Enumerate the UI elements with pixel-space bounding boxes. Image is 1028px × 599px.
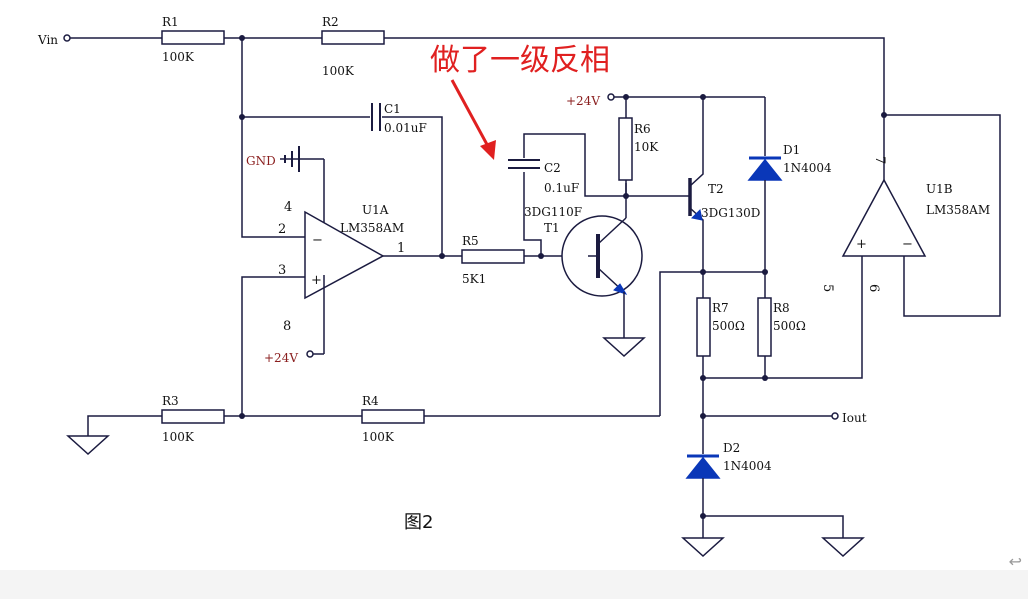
- d1-part: 1N4004: [783, 161, 832, 175]
- r5-name: R5: [462, 234, 479, 248]
- t2-name: T2: [708, 182, 724, 196]
- d2-diode: [685, 456, 721, 479]
- u1b-pin7: 7: [872, 156, 887, 164]
- u1b-pin6: 6: [866, 284, 881, 292]
- r6-name: R6: [634, 122, 651, 136]
- d1-name: D1: [783, 143, 800, 157]
- d2-part: 1N4004: [723, 459, 772, 473]
- u1a-part: LM358AM: [340, 221, 404, 235]
- vin-terminal[interactable]: [63, 34, 71, 42]
- r3-name: R3: [162, 394, 179, 408]
- vin-label: Vin: [37, 33, 58, 47]
- u1b-minus-sign: −: [902, 237, 913, 252]
- u1a-pin4: 4: [284, 200, 292, 215]
- c2-value: 0.1uF: [544, 181, 579, 195]
- c2-name: C2: [544, 161, 561, 175]
- r7-resistor: [696, 297, 711, 357]
- t2-part: 3DG130D: [701, 206, 760, 220]
- circuit-diagram: 做了一级反相 Vin R1 100K R2 100K C1 0.01uF GND…: [37, 15, 1001, 558]
- annotation-arrow: [450, 79, 496, 160]
- u1a-pin8: 8: [283, 319, 291, 334]
- d1-diode: [747, 158, 783, 181]
- c1-name: C1: [384, 102, 401, 116]
- r1-name: R1: [162, 15, 179, 29]
- r7-name: R7: [712, 301, 729, 315]
- u1a-name: U1A: [362, 203, 389, 217]
- r6-resistor: [618, 117, 633, 181]
- r2-resistor: [321, 30, 385, 45]
- r1-value: 100K: [162, 50, 195, 64]
- u1a-supply-label: +24V: [264, 351, 298, 365]
- r4-value: 100K: [362, 430, 395, 444]
- back-icon[interactable]: ↩: [1008, 552, 1022, 571]
- iout-label: Iout: [842, 411, 867, 425]
- u1b-plus-sign: +: [856, 237, 867, 252]
- c1-value: 0.01uF: [384, 121, 427, 135]
- u1b-pin5: 5: [820, 284, 835, 292]
- r5-resistor: [461, 249, 525, 264]
- u1b-part: LM358AM: [926, 203, 990, 217]
- iout-terminal[interactable]: [831, 412, 839, 420]
- r2-value: 100K: [322, 64, 355, 78]
- u1a-pin1: 1: [397, 241, 405, 256]
- footer-bar: [0, 570, 1028, 599]
- r7-value: 500Ω: [712, 319, 745, 333]
- r5-value: 5K1: [462, 272, 486, 286]
- r3-value: 100K: [162, 430, 195, 444]
- u1a-minus-sign: −: [312, 233, 323, 248]
- t1-transistor: [561, 215, 643, 297]
- r6-value: 10K: [634, 140, 659, 154]
- r3-resistor: [161, 409, 225, 424]
- u1b-name: U1B: [926, 182, 953, 196]
- u1a-pin2: 2: [278, 222, 286, 237]
- u1a-pin3: 3: [278, 263, 286, 278]
- t2-supply-label: +24V: [566, 94, 600, 108]
- r2-name: R2: [322, 15, 339, 29]
- t1-ground-icon: [602, 337, 646, 358]
- r4-resistor: [361, 409, 425, 424]
- r3-ground-icon: [66, 435, 110, 456]
- right-ground-icon: [821, 537, 865, 558]
- gnd-label: GND: [246, 154, 276, 168]
- r4-name: R4: [362, 394, 379, 408]
- u1a-plus-sign: +: [311, 273, 322, 288]
- t1-part: 3DG110F: [524, 205, 582, 219]
- r8-resistor: [757, 297, 772, 357]
- d2-ground-icon: [681, 537, 725, 558]
- r8-name: R8: [773, 301, 790, 315]
- figure-caption: 图2: [404, 512, 433, 533]
- u1b-opamp: [841, 178, 927, 257]
- t1-name: T1: [544, 221, 560, 235]
- annotation-text: 做了一级反相: [430, 43, 610, 78]
- r1-resistor: [161, 30, 225, 45]
- d2-name: D2: [723, 441, 740, 455]
- r8-value: 500Ω: [773, 319, 806, 333]
